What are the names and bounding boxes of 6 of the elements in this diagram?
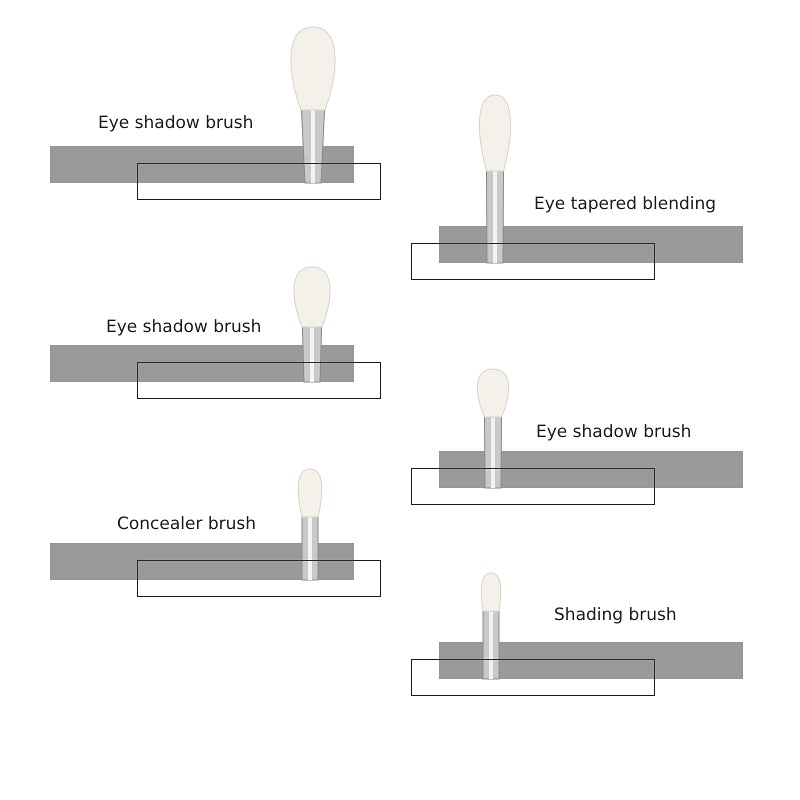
brush-label: Eye shadow brush <box>98 113 254 133</box>
brush-label: Eye tapered blending <box>534 194 716 214</box>
brush-label: Concealer brush <box>117 514 256 534</box>
brush-label: Eye shadow brush <box>536 422 692 442</box>
brush-label: Eye shadow brush <box>106 317 262 337</box>
brush-label: Shading brush <box>554 605 677 625</box>
